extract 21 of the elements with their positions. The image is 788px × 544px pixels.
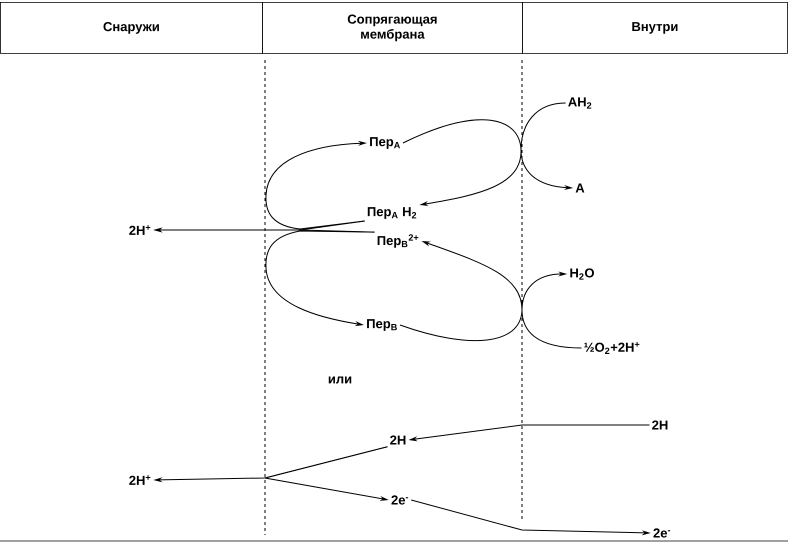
formula-label: A xyxy=(576,184,584,192)
formula-label: H$_{2}$O xyxy=(570,268,594,280)
arrow xyxy=(402,119,522,206)
word-label: или xyxy=(328,376,352,384)
formula-label: 2H xyxy=(652,420,668,430)
formula-label: AH$_{2}$ xyxy=(568,97,592,109)
arrow xyxy=(522,271,582,348)
formula-label: 2H$^{+}$ xyxy=(129,225,150,235)
formula-label: 2e$^{-}$ xyxy=(391,495,408,505)
formula-label: Пер$_{B}$ xyxy=(367,319,397,331)
arrow xyxy=(400,241,522,342)
column-header: Снаружи xyxy=(0,2,263,54)
column-header: Внутри xyxy=(522,2,788,54)
formula-label: ½O$_{2}$+2H$^{+}$ xyxy=(584,342,640,354)
formula-label: 2H$^{+}$ xyxy=(129,475,150,485)
formula-label: Пер$_{A}$ xyxy=(370,137,400,149)
formula-label: Пер$_{A}$ H$_{2}$ xyxy=(368,207,416,219)
column-header: Сопрягающая мембрана xyxy=(262,2,523,54)
formula-label: 2H xyxy=(390,435,406,445)
formula-label: Пер$_{B}$2+ xyxy=(378,234,418,248)
formula-label: 2e$^{-}$ xyxy=(653,528,670,538)
